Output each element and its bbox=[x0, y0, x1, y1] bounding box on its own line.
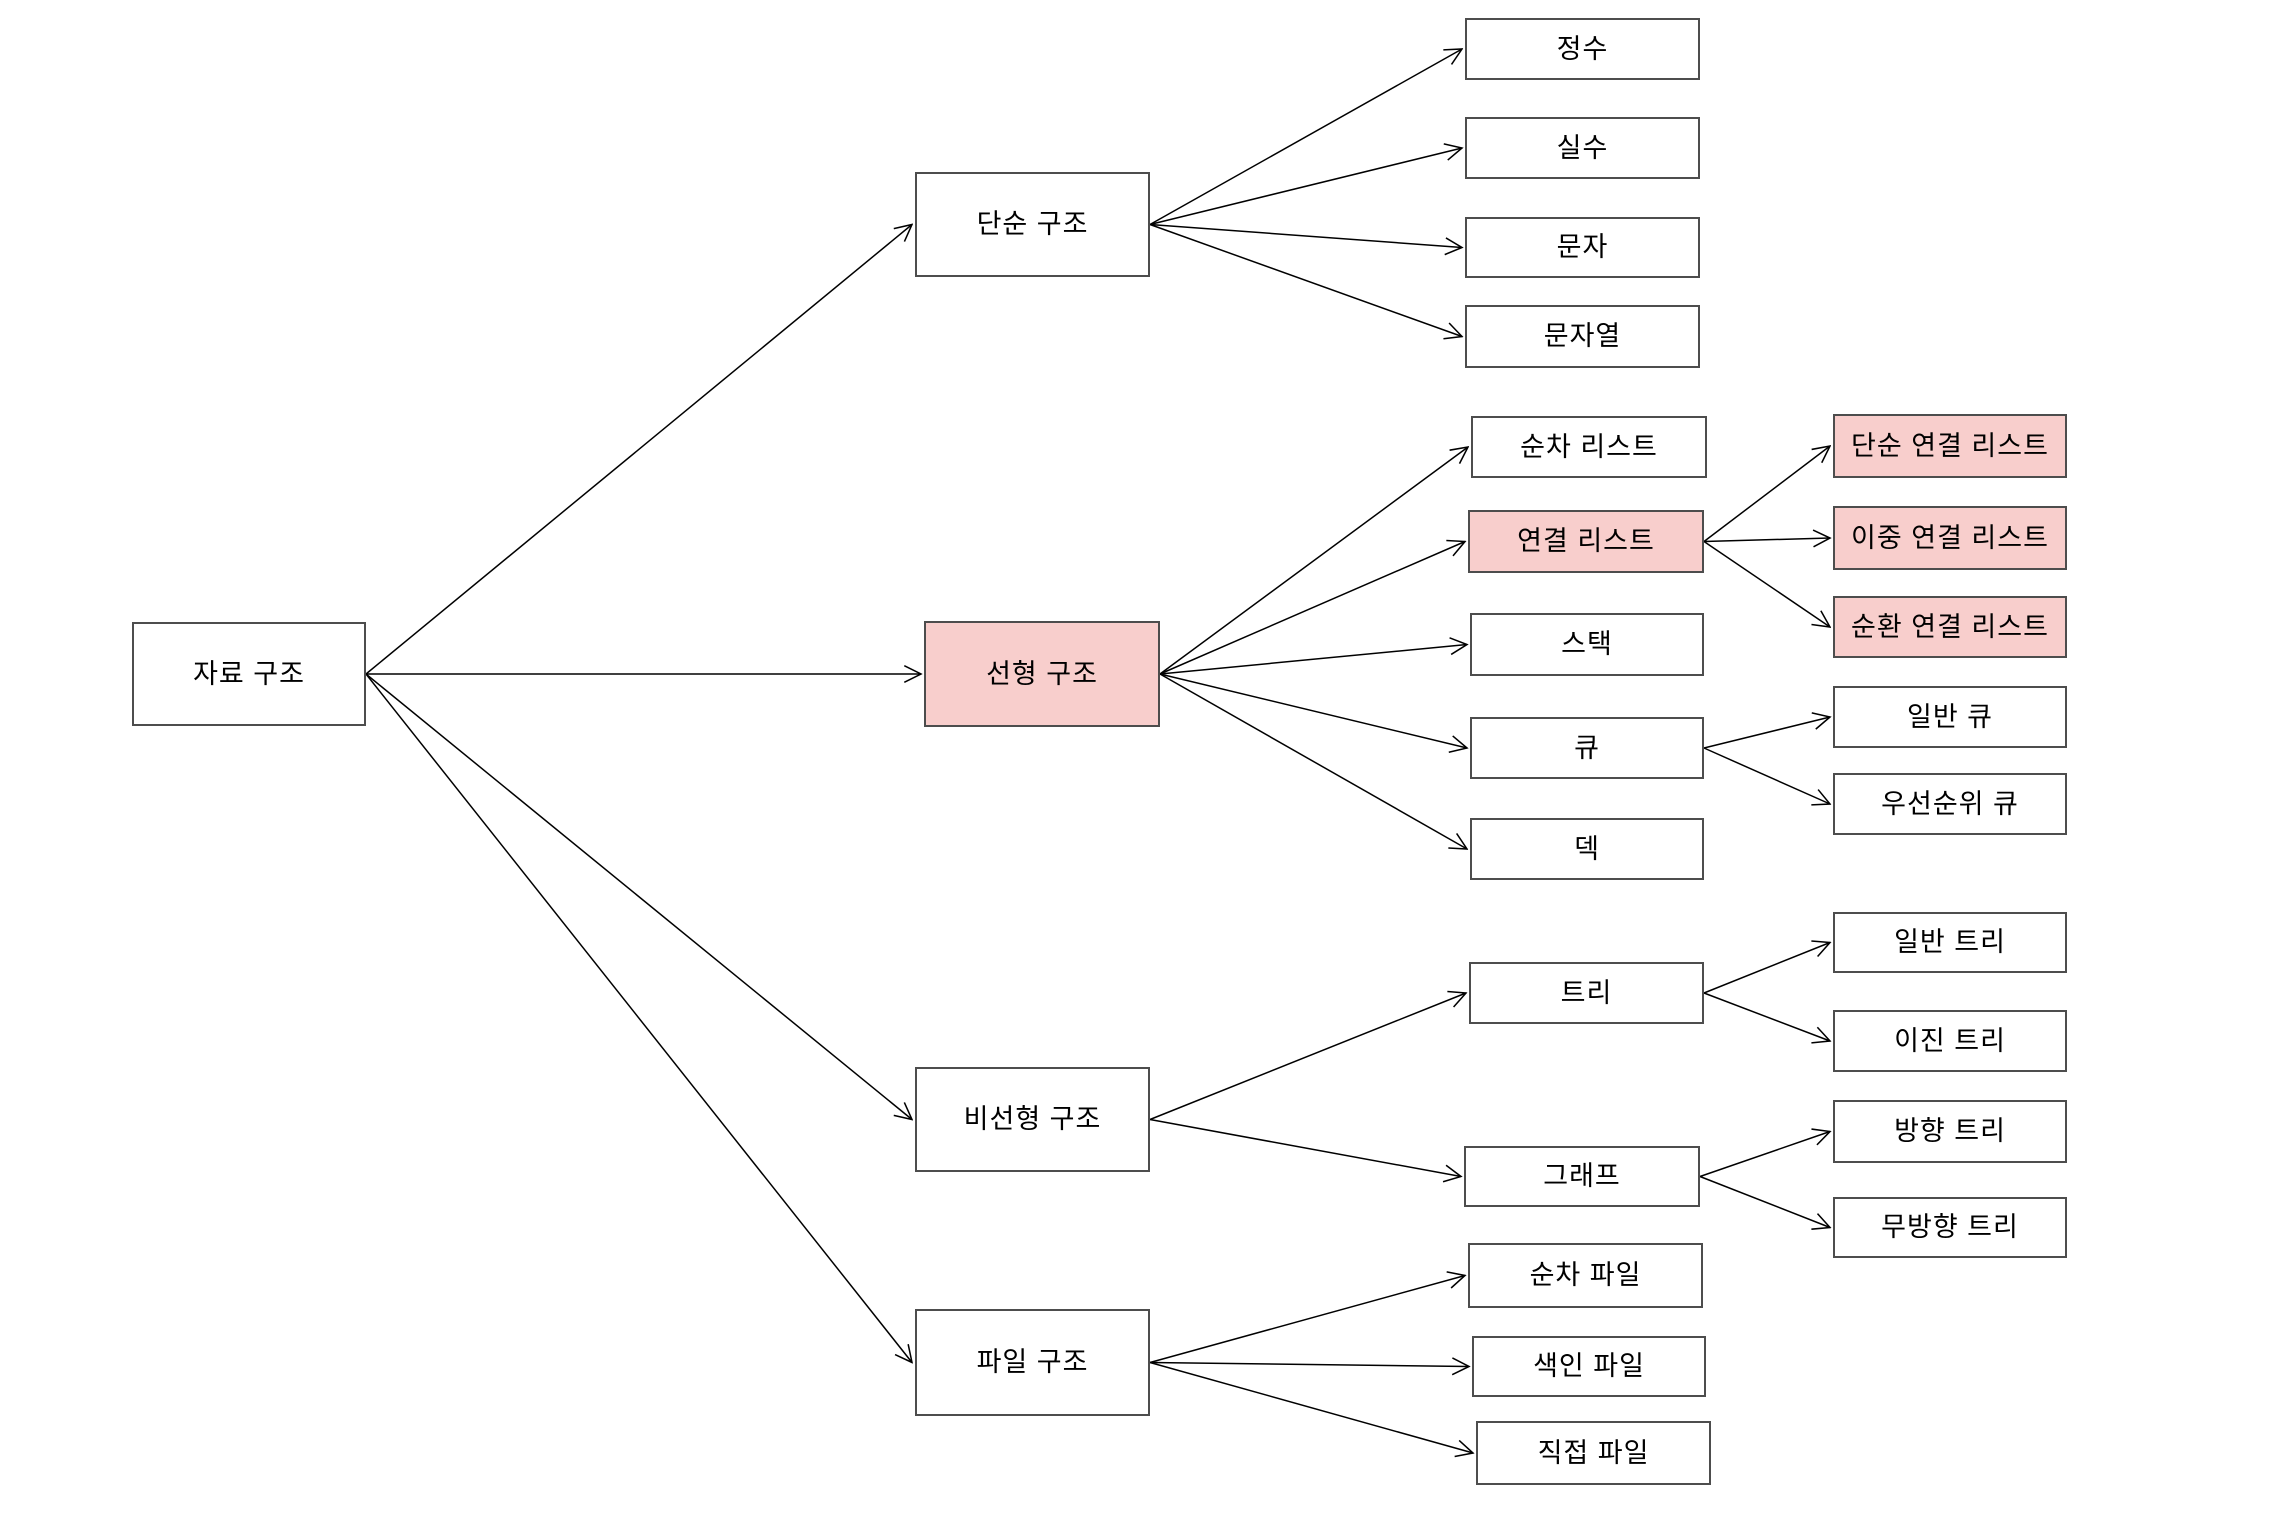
node-string: 문자열 bbox=[1465, 305, 1700, 368]
node-circular-linked-list: 순환 연결 리스트 bbox=[1833, 596, 2067, 658]
node-label-index-file: 색인 파일 bbox=[1533, 1351, 1645, 1381]
edge-simple-structure-to-character bbox=[1149, 223, 1462, 248]
edge-tree-to-general-tree bbox=[1703, 943, 1830, 994]
edge-simple-structure-to-real-number bbox=[1149, 148, 1462, 226]
edge-file-structure-to-direct-file bbox=[1149, 1361, 1473, 1454]
edge-data-structure-to-file-structure bbox=[365, 673, 912, 1363]
node-label-undirected-tree: 무방향 트리 bbox=[1881, 1212, 2019, 1242]
edge-nonlinear-structure-to-tree bbox=[1149, 993, 1466, 1121]
node-label-simple-structure: 단순 구조 bbox=[976, 209, 1089, 239]
node-undirected-tree: 무방향 트리 bbox=[1833, 1197, 2067, 1258]
node-direct-file: 직접 파일 bbox=[1476, 1421, 1711, 1485]
node-label-data-structure: 자료 구조 bbox=[193, 658, 305, 689]
node-doubly-linked-list: 이중 연결 리스트 bbox=[1833, 506, 2067, 570]
node-file-structure: 파일 구조 bbox=[915, 1309, 1150, 1416]
node-general-queue: 일반 큐 bbox=[1833, 686, 2067, 748]
edge-queue-to-general-queue bbox=[1703, 717, 1830, 749]
node-real-number: 실수 bbox=[1465, 117, 1700, 179]
edge-linked-list-to-circular-linked-list bbox=[1703, 540, 1830, 628]
edge-linear-structure-to-deque bbox=[1159, 673, 1467, 849]
node-label-priority-queue: 우선순위 큐 bbox=[1881, 788, 2019, 819]
node-nonlinear-structure: 비선형 구조 bbox=[915, 1067, 1150, 1172]
node-label-queue: 큐 bbox=[1574, 732, 1600, 763]
edge-graph-to-undirected-tree bbox=[1699, 1175, 1830, 1228]
edge-queue-to-priority-queue bbox=[1703, 747, 1830, 804]
node-label-sequential-file: 순차 파일 bbox=[1529, 1260, 1642, 1290]
node-label-singly-linked-list: 단순 연결 리스트 bbox=[1851, 430, 2049, 461]
edge-graph-to-directed-tree bbox=[1699, 1132, 1830, 1178]
node-general-tree: 일반 트리 bbox=[1833, 912, 2067, 973]
edge-linked-list-to-singly-linked-list bbox=[1703, 446, 1830, 543]
node-index-file: 색인 파일 bbox=[1472, 1336, 1706, 1397]
node-character: 문자 bbox=[1465, 217, 1700, 278]
node-label-string: 문자열 bbox=[1543, 321, 1622, 351]
node-graph: 그래프 bbox=[1464, 1146, 1700, 1207]
node-label-character: 문자 bbox=[1556, 232, 1609, 262]
edge-nonlinear-structure-to-graph bbox=[1149, 1118, 1461, 1177]
node-label-directed-tree: 방향 트리 bbox=[1894, 1116, 2006, 1146]
node-label-circular-linked-list: 순환 연결 리스트 bbox=[1851, 611, 2049, 642]
node-label-general-tree: 일반 트리 bbox=[1894, 927, 2006, 957]
node-queue: 큐 bbox=[1470, 717, 1704, 779]
edge-tree-to-binary-tree bbox=[1703, 992, 1830, 1041]
node-label-doubly-linked-list: 이중 연결 리스트 bbox=[1851, 522, 2049, 553]
node-label-integer: 정수 bbox=[1556, 33, 1609, 64]
node-label-real-number: 실수 bbox=[1556, 132, 1609, 163]
edge-file-structure-to-index-file bbox=[1149, 1363, 1469, 1367]
edge-data-structure-to-nonlinear-structure bbox=[365, 673, 912, 1120]
node-singly-linked-list: 단순 연결 리스트 bbox=[1833, 414, 2067, 478]
node-label-linear-structure: 선형 구조 bbox=[986, 658, 1098, 689]
node-priority-queue: 우선순위 큐 bbox=[1833, 773, 2067, 835]
node-simple-structure: 단순 구조 bbox=[915, 172, 1150, 277]
edge-linear-structure-to-sequential-list bbox=[1159, 447, 1468, 675]
edge-linear-structure-to-linked-list bbox=[1159, 542, 1465, 675]
node-deque: 덱 bbox=[1470, 818, 1704, 880]
node-stack: 스택 bbox=[1470, 613, 1704, 676]
node-label-linked-list: 연결 리스트 bbox=[1517, 526, 1655, 556]
node-label-tree: 트리 bbox=[1560, 977, 1613, 1008]
node-tree: 트리 bbox=[1469, 962, 1704, 1024]
edge-file-structure-to-sequential-file bbox=[1149, 1276, 1465, 1364]
edge-linear-structure-to-queue bbox=[1159, 673, 1467, 748]
edge-linear-structure-to-stack bbox=[1159, 645, 1467, 675]
node-label-deque: 덱 bbox=[1574, 833, 1600, 864]
node-sequential-list: 순차 리스트 bbox=[1471, 416, 1707, 478]
edge-simple-structure-to-string bbox=[1149, 223, 1462, 337]
node-label-stack: 스택 bbox=[1561, 629, 1613, 659]
node-label-file-structure: 파일 구조 bbox=[976, 1347, 1089, 1377]
node-label-general-queue: 일반 큐 bbox=[1906, 701, 1994, 732]
node-sequential-file: 순차 파일 bbox=[1468, 1243, 1703, 1308]
edge-linked-list-to-doubly-linked-list bbox=[1703, 538, 1830, 542]
node-label-binary-tree: 이진 트리 bbox=[1894, 1025, 2006, 1056]
node-data-structure: 자료 구조 bbox=[132, 622, 366, 726]
node-label-direct-file: 직접 파일 bbox=[1537, 1437, 1650, 1468]
node-label-nonlinear-structure: 비선형 구조 bbox=[963, 1104, 1102, 1134]
edge-data-structure-to-simple-structure bbox=[365, 225, 912, 675]
node-directed-tree: 방향 트리 bbox=[1833, 1100, 2067, 1163]
node-integer: 정수 bbox=[1465, 18, 1700, 80]
node-label-graph: 그래프 bbox=[1543, 1161, 1621, 1191]
node-linked-list: 연결 리스트 bbox=[1468, 510, 1704, 573]
node-linear-structure: 선형 구조 bbox=[924, 621, 1160, 727]
node-label-sequential-list: 순차 리스트 bbox=[1520, 431, 1658, 462]
node-binary-tree: 이진 트리 bbox=[1833, 1010, 2067, 1072]
edge-simple-structure-to-integer bbox=[1149, 49, 1462, 226]
